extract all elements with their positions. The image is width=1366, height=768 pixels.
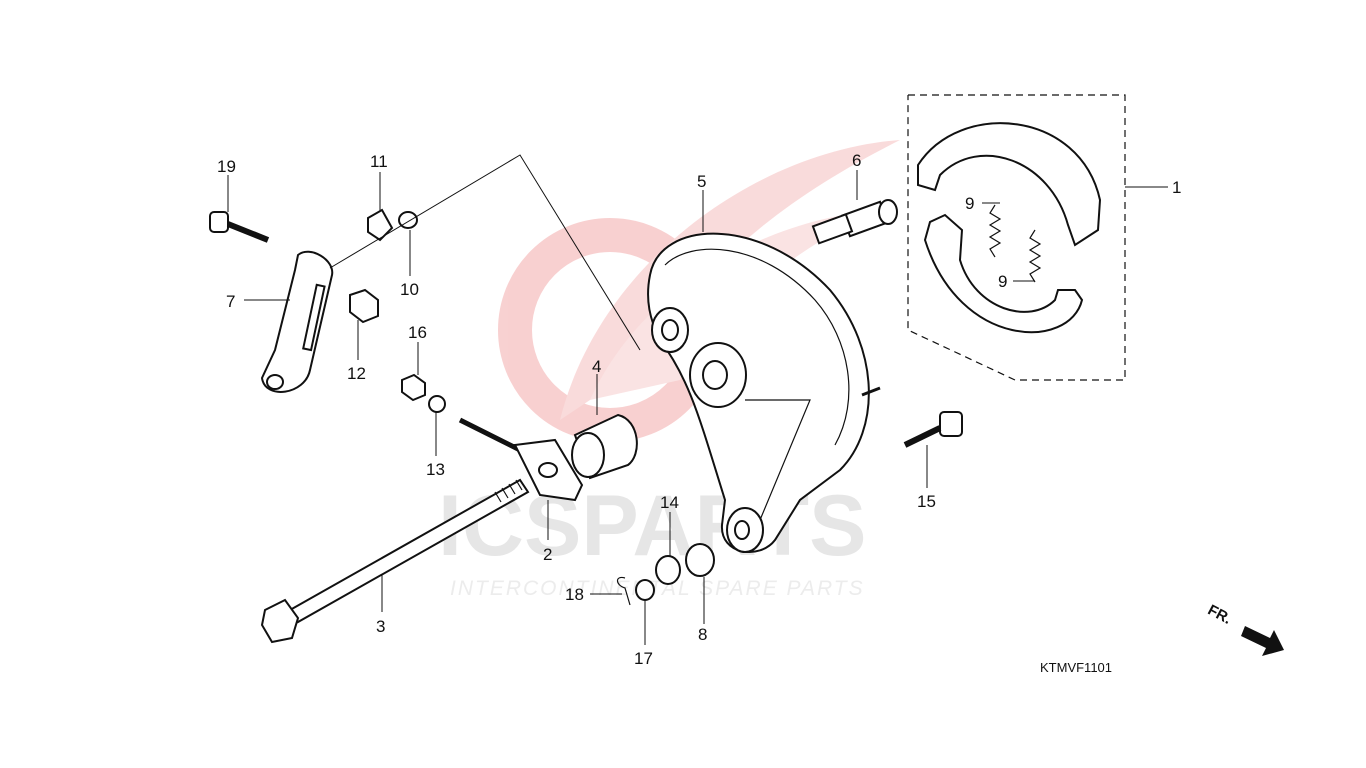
callout-4: 4	[592, 357, 601, 376]
cam-shaft	[811, 213, 854, 245]
part-19-bolt[interactable]	[209, 211, 270, 243]
panel-rib	[745, 399, 811, 521]
part-8-nut[interactable]	[685, 543, 715, 577]
front-label: FR.	[1205, 601, 1234, 627]
callout-12: 12	[347, 364, 366, 383]
shoe-group-box	[907, 94, 1126, 381]
bolt-15-shaft	[903, 425, 942, 448]
callout-6: 6	[852, 151, 861, 170]
assembly-guide-line	[329, 154, 641, 351]
brake-shoe-upper	[917, 122, 1102, 247]
panel-stud	[861, 386, 881, 397]
bolt-19-head	[209, 211, 229, 233]
diagram-code: KTMVF1101	[1040, 660, 1112, 675]
front-arrow-icon	[1241, 626, 1284, 656]
part-2-adjuster[interactable]	[458, 417, 584, 502]
bolt-15-head	[939, 411, 963, 437]
panel-hole-lower	[734, 520, 750, 540]
panel-hole-upper	[661, 319, 679, 341]
watermark-tagline: INTERCONTINENTAL SPARE PARTS	[450, 577, 865, 600]
spring-9a-icon	[988, 204, 1002, 258]
collar-face	[571, 432, 605, 478]
axle-head	[260, 598, 300, 644]
indicator-plate	[367, 208, 394, 242]
part-5-brake-panel[interactable]	[647, 232, 881, 553]
part-17-nut[interactable]	[635, 579, 655, 601]
callout-15: 15	[917, 492, 936, 511]
callout-5: 5	[697, 172, 706, 191]
callout-16: 16	[408, 323, 427, 342]
callout-13: 13	[426, 460, 445, 479]
part-18-cotter-pin[interactable]	[616, 576, 631, 606]
adjuster-rod	[458, 417, 522, 453]
callout-9a: 9	[965, 194, 974, 213]
part-3-axle[interactable]	[260, 478, 530, 644]
part-14-washer[interactable]	[655, 555, 681, 585]
part-15-bolt[interactable]	[903, 411, 963, 448]
cam-end	[878, 199, 898, 225]
callout-17: 17	[634, 649, 653, 668]
adjuster-hole	[538, 462, 558, 478]
part-16-nut[interactable]	[401, 373, 426, 402]
brake-shoe-lower	[923, 213, 1084, 334]
part-6-brake-cam[interactable]	[811, 199, 898, 245]
panel-hub-hole	[702, 360, 728, 390]
leader-lines	[227, 170, 1168, 645]
part-13-washer[interactable]	[428, 395, 446, 413]
callout-7: 7	[226, 292, 235, 311]
brake-arm-hole	[266, 374, 284, 390]
callout-19: 19	[217, 157, 236, 176]
part-1-brake-shoes[interactable]	[907, 94, 1126, 381]
panel-rim-line	[664, 248, 850, 446]
callout-2: 2	[543, 545, 552, 564]
part-11-indicator[interactable]	[367, 208, 394, 242]
axle-thread	[494, 479, 523, 503]
front-direction-indicator: FR.	[1205, 601, 1284, 656]
part-12-nut[interactable]	[349, 288, 379, 324]
callout-10: 10	[400, 280, 419, 299]
spring-9b-icon	[1028, 229, 1042, 283]
callout-1: 1	[1172, 178, 1181, 197]
callout-3: 3	[376, 617, 385, 636]
brake-arm-slot	[302, 283, 326, 352]
part-4-collar[interactable]	[571, 413, 638, 480]
bolt-19-shaft	[226, 221, 270, 243]
callout-11: 11	[370, 152, 388, 171]
part-7-brake-arm[interactable]	[260, 250, 334, 393]
callout-8: 8	[698, 625, 707, 644]
callout-18: 18	[565, 585, 584, 604]
callout-9b: 9	[998, 272, 1007, 291]
callout-14: 14	[660, 493, 679, 512]
brake-arm-body	[260, 250, 334, 393]
